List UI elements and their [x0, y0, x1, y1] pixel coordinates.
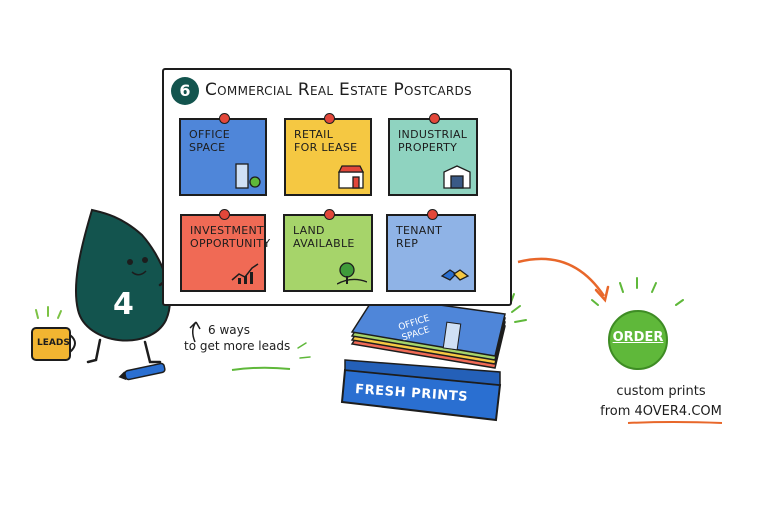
mascot-eye-left — [127, 259, 133, 265]
postcard-label-line-2: SPACE — [189, 141, 226, 154]
order-arrow-head — [594, 285, 610, 303]
mascot-body — [75, 208, 171, 342]
postcard-label-line-1: OFFICE — [189, 128, 230, 141]
mascot-eye-right — [142, 257, 148, 263]
mascot-leg-right — [143, 340, 162, 364]
postcard-stack — [350, 295, 506, 369]
stack-sparkle — [510, 293, 527, 323]
mascot-number: 4 — [113, 287, 134, 322]
order-button[interactable] — [608, 310, 668, 370]
note-line-1: 6 ways — [208, 323, 250, 337]
pin-icon — [427, 209, 438, 220]
order-button-label[interactable]: ORDER — [612, 330, 664, 345]
board-title: Commercial Real Estate Postcards — [205, 80, 472, 100]
mascot-smile — [131, 270, 147, 276]
postcard-label-line-1: TENANT — [396, 224, 443, 237]
pin-icon — [219, 113, 230, 124]
order-sparkle — [591, 277, 684, 306]
postcard-label-line-2: AVAILABLE — [293, 237, 355, 250]
postcard-label-line-2: OPPORTUNITY — [190, 237, 271, 250]
print-box — [340, 359, 502, 422]
handshake-icon — [440, 258, 470, 286]
warehouse-icon — [442, 162, 472, 190]
note-line-2: to get more leads — [184, 339, 291, 353]
mug-sparkle — [35, 306, 62, 319]
pin-icon — [429, 113, 440, 124]
pin-icon — [324, 209, 335, 220]
cta-underline — [627, 421, 723, 424]
postcard-label-line-2: REP — [396, 237, 419, 250]
note-arrow-icon — [189, 321, 201, 343]
postcard-label-line-1: INVESTMENT — [190, 224, 265, 237]
order-caption: custom prints from 4OVER4.COM — [586, 382, 736, 422]
postcard-label-line-2: FOR LEASE — [294, 141, 358, 154]
mug-label: LEADS — [37, 338, 70, 348]
tree-icon — [336, 258, 368, 286]
growth-chart-icon — [230, 258, 260, 286]
marker-icon — [118, 362, 166, 381]
postcard-label-line-1: RETAIL — [294, 128, 334, 141]
note-underline — [231, 366, 291, 371]
board-count-badge: 6 — [171, 77, 199, 105]
office-building-icon — [231, 162, 261, 190]
postcard-label-line-2: PROPERTY — [398, 141, 458, 154]
storefront-icon — [336, 162, 366, 190]
mug-handle — [69, 334, 76, 353]
mug — [31, 327, 71, 361]
pin-icon — [219, 209, 230, 220]
order-caption-line-1: custom prints — [616, 384, 706, 399]
postcard-label-line-1: LAND — [293, 224, 325, 237]
pin-icon — [324, 113, 335, 124]
note-sparkle — [297, 342, 311, 359]
order-caption-line-2[interactable]: from 4OVER4.COM — [600, 404, 722, 419]
order-arrow-icon — [517, 257, 606, 297]
postcard-label-line-1: INDUSTRIAL — [398, 128, 468, 141]
mascot-leg-left — [86, 338, 102, 364]
